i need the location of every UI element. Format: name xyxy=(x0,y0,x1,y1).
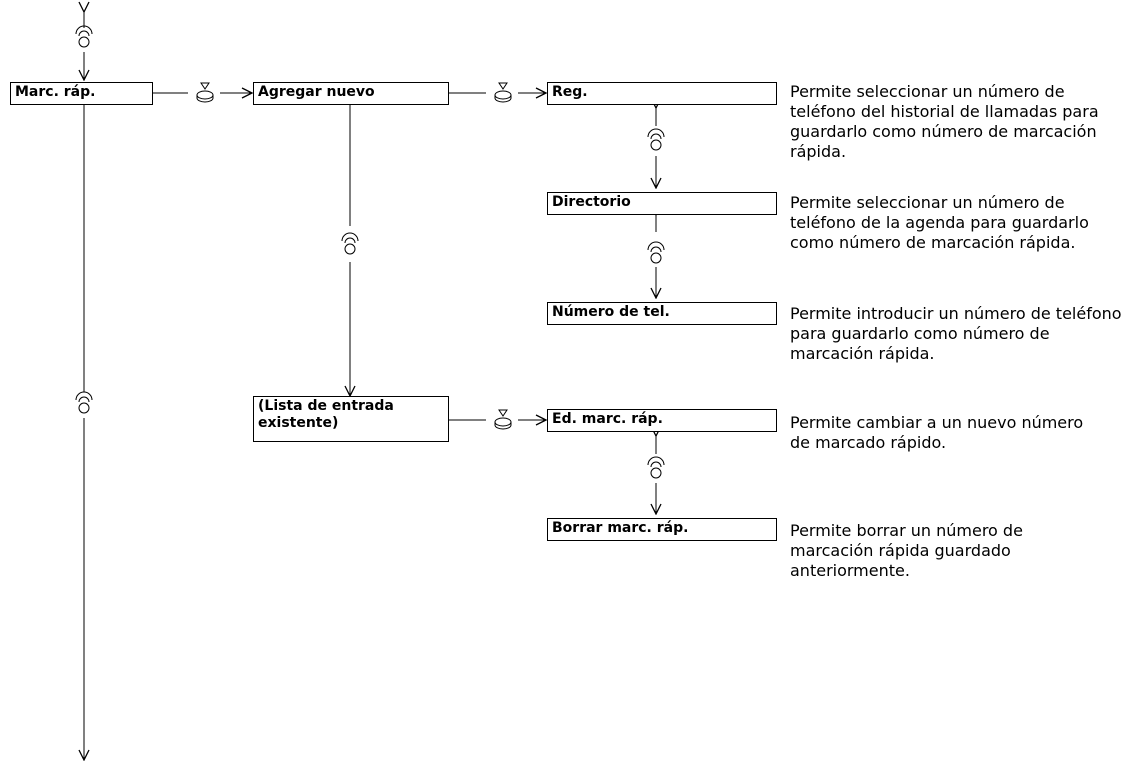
desc-borrar-marc-rap: Permite borrar un número de marcación rá… xyxy=(790,521,1023,580)
node-lista-entrada: (Lista de entrada existente) xyxy=(253,396,449,442)
node-reg: Reg. xyxy=(547,82,777,105)
rotate-knob-icon xyxy=(647,456,665,479)
node-ed-marc-rap: Ed. marc. ráp. xyxy=(547,409,777,432)
node-marc-rap: Marc. ráp. xyxy=(10,82,153,105)
desc-ed-marc-rap: Permite cambiar a un nuevo número de mar… xyxy=(790,413,1084,452)
rotate-knob-icon xyxy=(75,391,93,414)
rotate-knob-icon xyxy=(75,25,93,48)
node-numero-tel: Número de tel. xyxy=(547,302,777,325)
press-knob-icon xyxy=(494,409,512,430)
rotate-knob-icon xyxy=(341,232,359,255)
node-borrar-marc-rap: Borrar marc. ráp. xyxy=(547,518,777,541)
rotate-knob-icon xyxy=(647,241,665,264)
desc-reg: Permite seleccionar un número de teléfon… xyxy=(790,82,1099,161)
press-knob-icon xyxy=(196,82,214,103)
node-agregar-nuevo: Agregar nuevo xyxy=(253,82,449,105)
desc-directorio: Permite seleccionar un número de teléfon… xyxy=(790,193,1089,252)
desc-numero-tel: Permite introducir un número de teléfono… xyxy=(790,304,1122,363)
press-knob-icon xyxy=(494,82,512,103)
rotate-knob-icon xyxy=(647,128,665,151)
node-directorio: Directorio xyxy=(547,192,777,215)
